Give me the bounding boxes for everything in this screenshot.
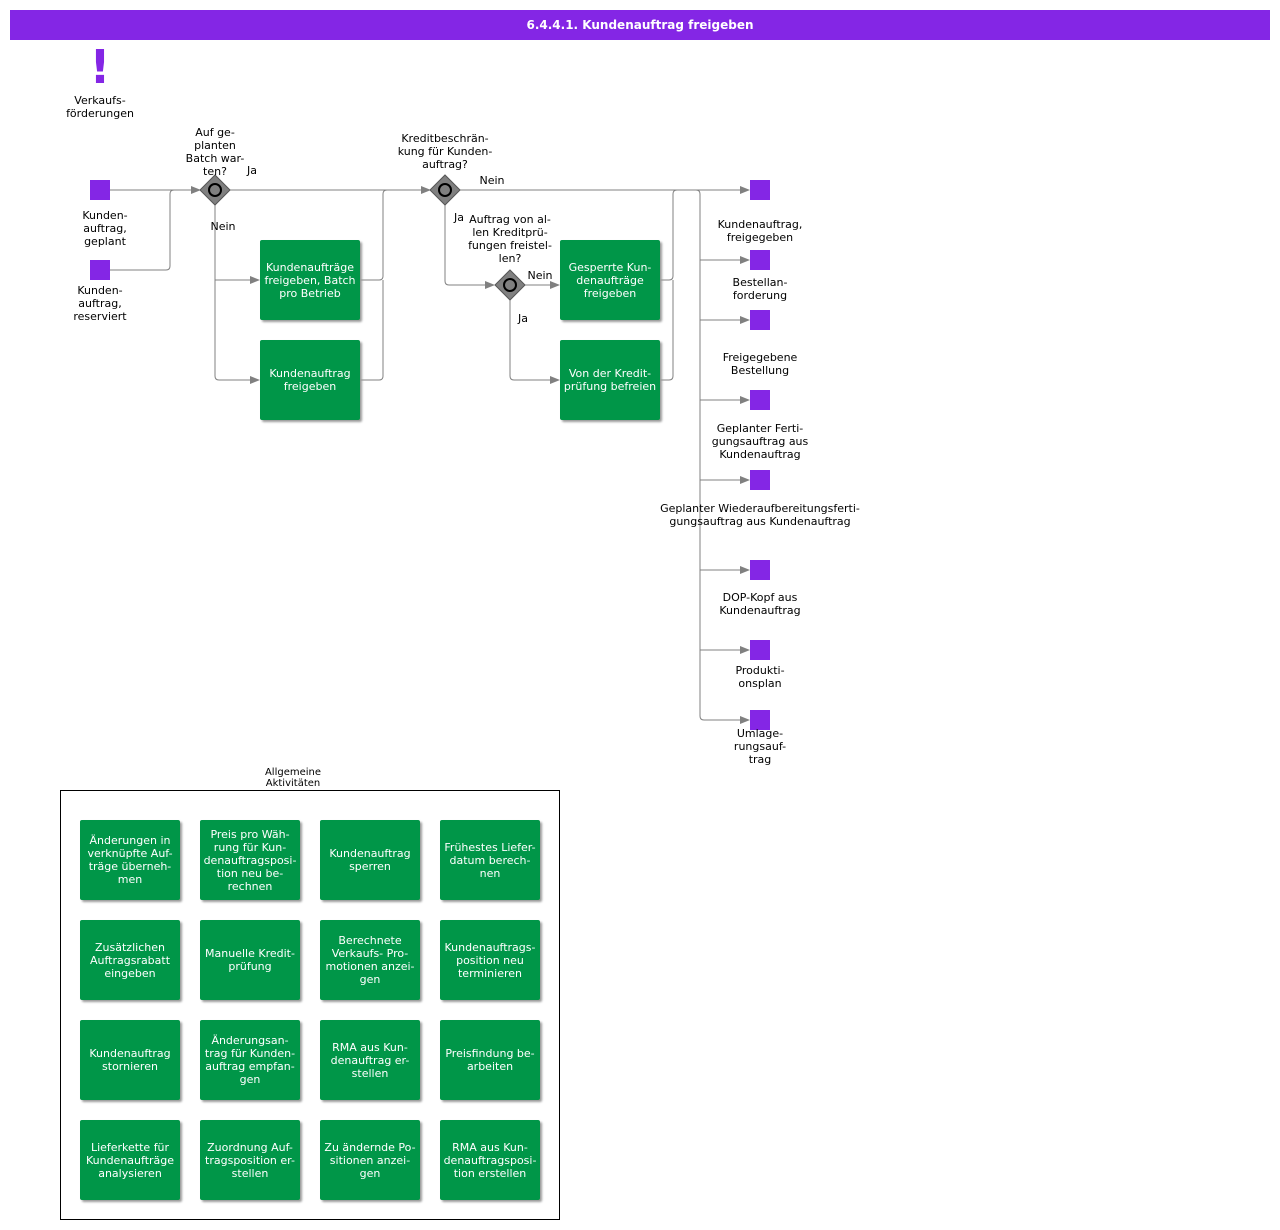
- gateway-kreditbeschraenkung[interactable]: [429, 174, 461, 206]
- activity-label: Zu ändernde Po- sitionen anzei- gen: [324, 1140, 416, 1180]
- output-label: Bestellan- forderung: [732, 276, 788, 302]
- edge-label-gw3-nein: Nein: [527, 269, 553, 282]
- exclamation-icon: !: [89, 40, 111, 94]
- output-label: Produkti- onsplan: [735, 664, 785, 690]
- edge-befreien-merge: [660, 280, 674, 381]
- activity-label: Kundenauftrag stornieren: [89, 1047, 171, 1073]
- edge-output-trunk: [695, 189, 750, 724]
- output-label: Geplanter Ferti- gungsauftrag aus Kunden…: [711, 422, 809, 461]
- output-umlagerungsauftrag[interactable]: [750, 710, 770, 730]
- activity-item[interactable]: RMA aus Kun- denauftrag er- stellen: [320, 1020, 420, 1100]
- input-label-reserviert: Kunden- auftrag, reserviert: [73, 284, 127, 323]
- activity-item[interactable]: RMA aus Kun- denauftragsposi- tion erste…: [440, 1120, 540, 1200]
- task-kreditpruefung-befreien[interactable]: Von der Kredit- prüfung befreien: [560, 340, 660, 420]
- activity-label: RMA aus Kun- denauftragsposi- tion erste…: [443, 1140, 537, 1180]
- edge-freigeben-merge: [360, 280, 384, 381]
- input-kundenauftrag-geplant[interactable]: [90, 180, 110, 200]
- output-freigegebene-bestellung[interactable]: [750, 310, 770, 330]
- task-label: Kundenaufträge freigeben, Batch pro Betr…: [264, 260, 356, 300]
- output-label: Geplanter Wiederaufbereitungsferti- gung…: [660, 502, 860, 528]
- input-label-geplant: Kunden- auftrag, geplant: [82, 209, 128, 248]
- edge-label-gw3-ja: Ja: [518, 312, 528, 325]
- activity-item[interactable]: Berechnete Verkaufs- Pro- motionen anzei…: [320, 920, 420, 1000]
- activity-label: Zuordnung Auf- tragsposition er- stellen: [205, 1140, 295, 1180]
- task-batch-freigeben[interactable]: Kundenaufträge freigeben, Batch pro Betr…: [260, 240, 360, 320]
- activity-item[interactable]: Kundenauftrag stornieren: [80, 1020, 180, 1100]
- activity-item[interactable]: Lieferkette für Kundenaufträge analysier…: [80, 1120, 180, 1200]
- output-label: Umlage- rungsauf- trag: [733, 727, 787, 766]
- edge-gw1-nein: [214, 205, 260, 384]
- edge-input-reserviert: [110, 189, 175, 271]
- output-label: Kundenauftrag, freigegeben: [717, 218, 803, 244]
- event-gateway-icon: [503, 278, 517, 292]
- activity-item[interactable]: Kundenauftrag sperren: [320, 820, 420, 900]
- output-label: DOP-Kopf aus Kundenauftrag: [719, 591, 801, 617]
- task-label: Gesperrte Kun- denaufträge freigeben: [568, 260, 652, 300]
- input-kundenauftrag-reserviert[interactable]: [90, 260, 110, 280]
- edge-label-gw2-nein: Nein: [479, 174, 505, 187]
- output-label: Freigegebene Bestellung: [722, 351, 798, 377]
- activity-label: Berechnete Verkaufs- Pro- motionen anzei…: [325, 934, 415, 986]
- task-gesperrte-freigeben[interactable]: Gesperrte Kun- denaufträge freigeben: [560, 240, 660, 320]
- activity-item[interactable]: Frühestes Liefer- datum berech- nen: [440, 820, 540, 900]
- gateway-kreditpruefungen-freistellen[interactable]: [494, 269, 526, 301]
- activity-label: Kundenauftrag sperren: [329, 847, 411, 873]
- activity-label: Kundenauftrags- position neu terminieren: [444, 940, 536, 980]
- output-produktionsplan[interactable]: [750, 640, 770, 660]
- edge-batch-merge: [360, 189, 388, 281]
- activity-item[interactable]: Zu ändernde Po- sitionen anzei- gen: [320, 1120, 420, 1200]
- activity-item[interactable]: Zuordnung Auf- tragsposition er- stellen: [200, 1120, 300, 1200]
- activity-label: Preis pro Wäh- rung für Kun- denauftrags…: [203, 827, 297, 893]
- gateway-label-batch: Auf ge- planten Batch war- ten?: [185, 126, 245, 178]
- edge-label-gw1-nein: Nein: [210, 220, 236, 233]
- edge-gw2-ja: [444, 205, 495, 289]
- group-label-allgemeine-aktivitaeten: Allgemeine Aktivitäten: [264, 767, 322, 789]
- gateway-label-kredit: Kreditbeschrän- kung für Kunden- auftrag…: [397, 132, 493, 171]
- task-kundenauftrag-freigeben[interactable]: Kundenauftrag freigeben: [260, 340, 360, 420]
- output-geplanter-fertigungsauftrag[interactable]: [750, 390, 770, 410]
- activity-label: Änderungsan- trag für Kunden- auftrag em…: [204, 1034, 296, 1086]
- connectors: [110, 186, 750, 724]
- event-gateway-icon: [208, 183, 222, 197]
- output-dop-kopf[interactable]: [750, 560, 770, 580]
- gateway-label-freistellen: Auftrag von al- len Kreditprü- fungen fr…: [468, 213, 552, 265]
- activity-item[interactable]: Kundenauftrags- position neu terminieren: [440, 920, 540, 1000]
- diagram-title: 6.4.4.1. Kundenauftrag freigeben: [10, 10, 1270, 40]
- event-gateway-icon: [438, 183, 452, 197]
- activity-label: Preisfindung be- arbeiten: [445, 1047, 535, 1073]
- activity-label: Änderungen in verknüpfte Auf- träge über…: [87, 834, 173, 886]
- activity-item[interactable]: Änderungsan- trag für Kunden- auftrag em…: [200, 1020, 300, 1100]
- output-kundenauftrag-freigegeben[interactable]: [750, 180, 770, 200]
- edge-label-gw1-ja: Ja: [247, 164, 257, 177]
- activity-label: RMA aus Kun- denauftrag er- stellen: [330, 1040, 410, 1080]
- activity-item[interactable]: Manuelle Kredit- prüfung: [200, 920, 300, 1000]
- group-allgemeine-aktivitaeten: [60, 790, 560, 1220]
- edge-gesperrte-merge: [660, 189, 678, 281]
- output-bestellanforderung[interactable]: [750, 250, 770, 270]
- activity-label: Zusätzlichen Auftragsrabatt eingeben: [89, 940, 171, 980]
- activity-label: Frühestes Liefer- datum berech- nen: [444, 840, 536, 880]
- gateway-auf-geplanten-batch[interactable]: [199, 174, 231, 206]
- activity-item[interactable]: Änderungen in verknüpfte Auf- träge über…: [80, 820, 180, 900]
- activity-item[interactable]: Preisfindung be- arbeiten: [440, 1020, 540, 1100]
- task-label: Von der Kredit- prüfung befreien: [563, 367, 657, 393]
- activity-label: Lieferkette für Kundenaufträge analysier…: [85, 1140, 175, 1180]
- activity-item[interactable]: Zusätzlichen Auftragsrabatt eingeben: [80, 920, 180, 1000]
- activity-item[interactable]: Preis pro Wäh- rung für Kun- denauftrags…: [200, 820, 300, 900]
- output-geplanter-wiederaufbereitung[interactable]: [750, 470, 770, 490]
- edge-label-gw2-ja: Ja: [454, 211, 464, 224]
- task-label: Kundenauftrag freigeben: [269, 367, 351, 393]
- alert-label: Verkaufs- förderungen: [66, 94, 134, 120]
- activity-label: Manuelle Kredit- prüfung: [205, 947, 295, 973]
- edge-gw3-ja: [509, 300, 560, 384]
